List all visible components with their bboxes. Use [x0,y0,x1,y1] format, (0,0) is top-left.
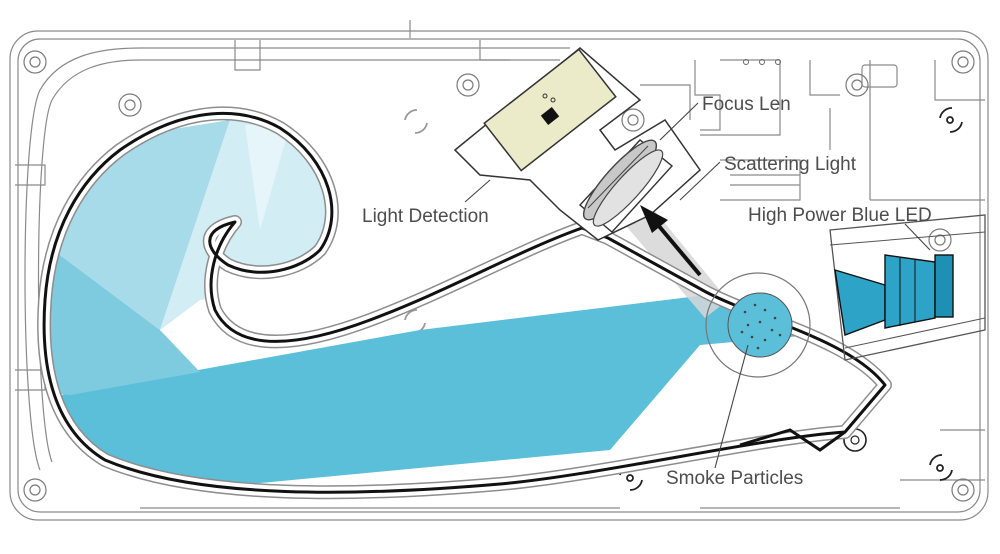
led-assembly [829,214,986,361]
connector-dots [743,59,781,65]
photodiode [540,106,560,126]
scattering-light-label: Scattering Light [724,154,857,175]
beam-main [60,278,845,493]
led-cone [834,269,886,336]
led-body [884,254,936,329]
leader-lines [464,102,931,469]
led-base [934,254,954,318]
light-detection-label: Light Detection [362,206,489,227]
chamber-outline [37,106,892,500]
led-label: High Power Blue LED [748,205,932,226]
smoke-particles [705,272,811,378]
beam-pale [245,125,290,230]
beam-reflection-1 [44,240,200,395]
detector-housing [453,47,701,241]
focus-lens [578,139,674,233]
housing [9,20,989,521]
scattering-arrow [640,205,702,277]
smoke-particles-label: Smoke Particles [666,468,803,489]
focus-lens-label: Focus Len [702,94,791,115]
